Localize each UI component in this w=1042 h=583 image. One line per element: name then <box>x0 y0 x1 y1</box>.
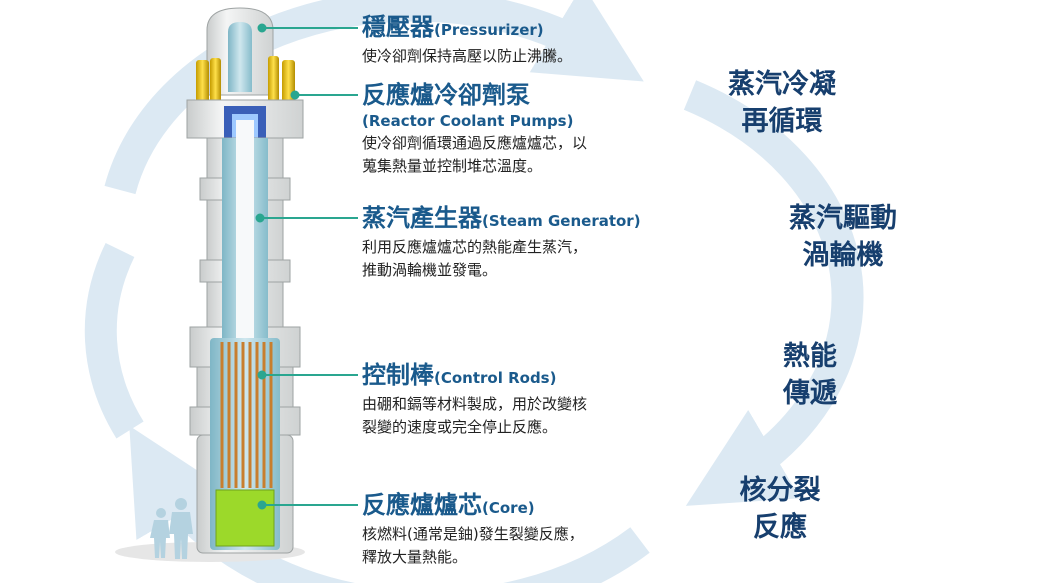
leader-lines <box>255 23 358 510</box>
pump-icon <box>282 60 295 106</box>
steam-generator-block: 蒸汽產生器(Steam Generator) 利用反應爐爐芯的熱能產生蒸汽， 推… <box>362 203 702 282</box>
cycle-step-heat-transfer: 熱能 傳遞 <box>783 341 837 409</box>
pump-icon <box>268 56 279 108</box>
pump-icon <box>196 60 209 106</box>
people-silhouette-icon <box>150 498 193 559</box>
control-rods-desc-line1: 由硼和鎘等材料製成，用於改變核 <box>362 395 588 413</box>
steam-generator-desc-line1: 利用反應爐爐芯的熱能產生蒸汽， <box>362 238 588 256</box>
core-desc-line2: 釋放大量熱能。 <box>362 548 468 566</box>
pumps-title-en: (Reactor Coolant Pumps) <box>362 112 574 130</box>
cycle-step-condense: 蒸汽冷凝 再循環 <box>728 69 836 137</box>
steam-generator-title: 蒸汽產生器(Steam Generator) <box>362 204 641 232</box>
cycle-step-fission: 核分裂 反應 <box>739 475 821 543</box>
reactor-tower <box>186 7 304 554</box>
steam-generator-desc-line2: 推動渦輪機並發電。 <box>362 261 498 279</box>
cycle-step-turbine: 蒸汽驅動 渦輪機 <box>789 203 897 271</box>
control-rods-desc-line2: 裂變的速度或完全停止反應。 <box>362 418 558 436</box>
pump-icon <box>210 58 221 108</box>
pumps-desc-line2: 蒐集熱量並控制堆芯溫度。 <box>362 157 543 175</box>
core-block: 反應爐爐芯(Core) 核燃料(通常是鈾)發生裂變反應， 釋放大量熱能。 <box>362 490 702 569</box>
control-rods-icon <box>220 342 273 488</box>
pumps-title: 反應爐冷卻劑泵 <box>362 81 530 109</box>
pressurizer-desc: 使冷卻劑保持高壓以防止沸騰。 <box>362 47 573 65</box>
pressurizer-block: 穩壓器(Pressurizer) 使冷卻劑保持高壓以防止沸騰。 <box>362 12 702 68</box>
pumps-block: 反應爐冷卻劑泵 (Reactor Coolant Pumps) 使冷卻劑循環通過… <box>362 80 702 178</box>
core-title: 反應爐爐芯(Core) <box>362 491 535 519</box>
control-rods-title: 控制棒(Control Rods) <box>362 361 557 389</box>
control-rods-block: 控制棒(Control Rods) 由硼和鎘等材料製成，用於改變核 裂變的速度或… <box>362 360 702 439</box>
pumps-desc-line1: 使冷卻劑循環通過反應爐爐芯，以 <box>362 134 588 152</box>
core-icon <box>215 489 275 547</box>
pressurizer-title: 穩壓器(Pressurizer) <box>362 13 544 41</box>
core-desc-line1: 核燃料(通常是鈾)發生裂變反應， <box>362 525 584 543</box>
